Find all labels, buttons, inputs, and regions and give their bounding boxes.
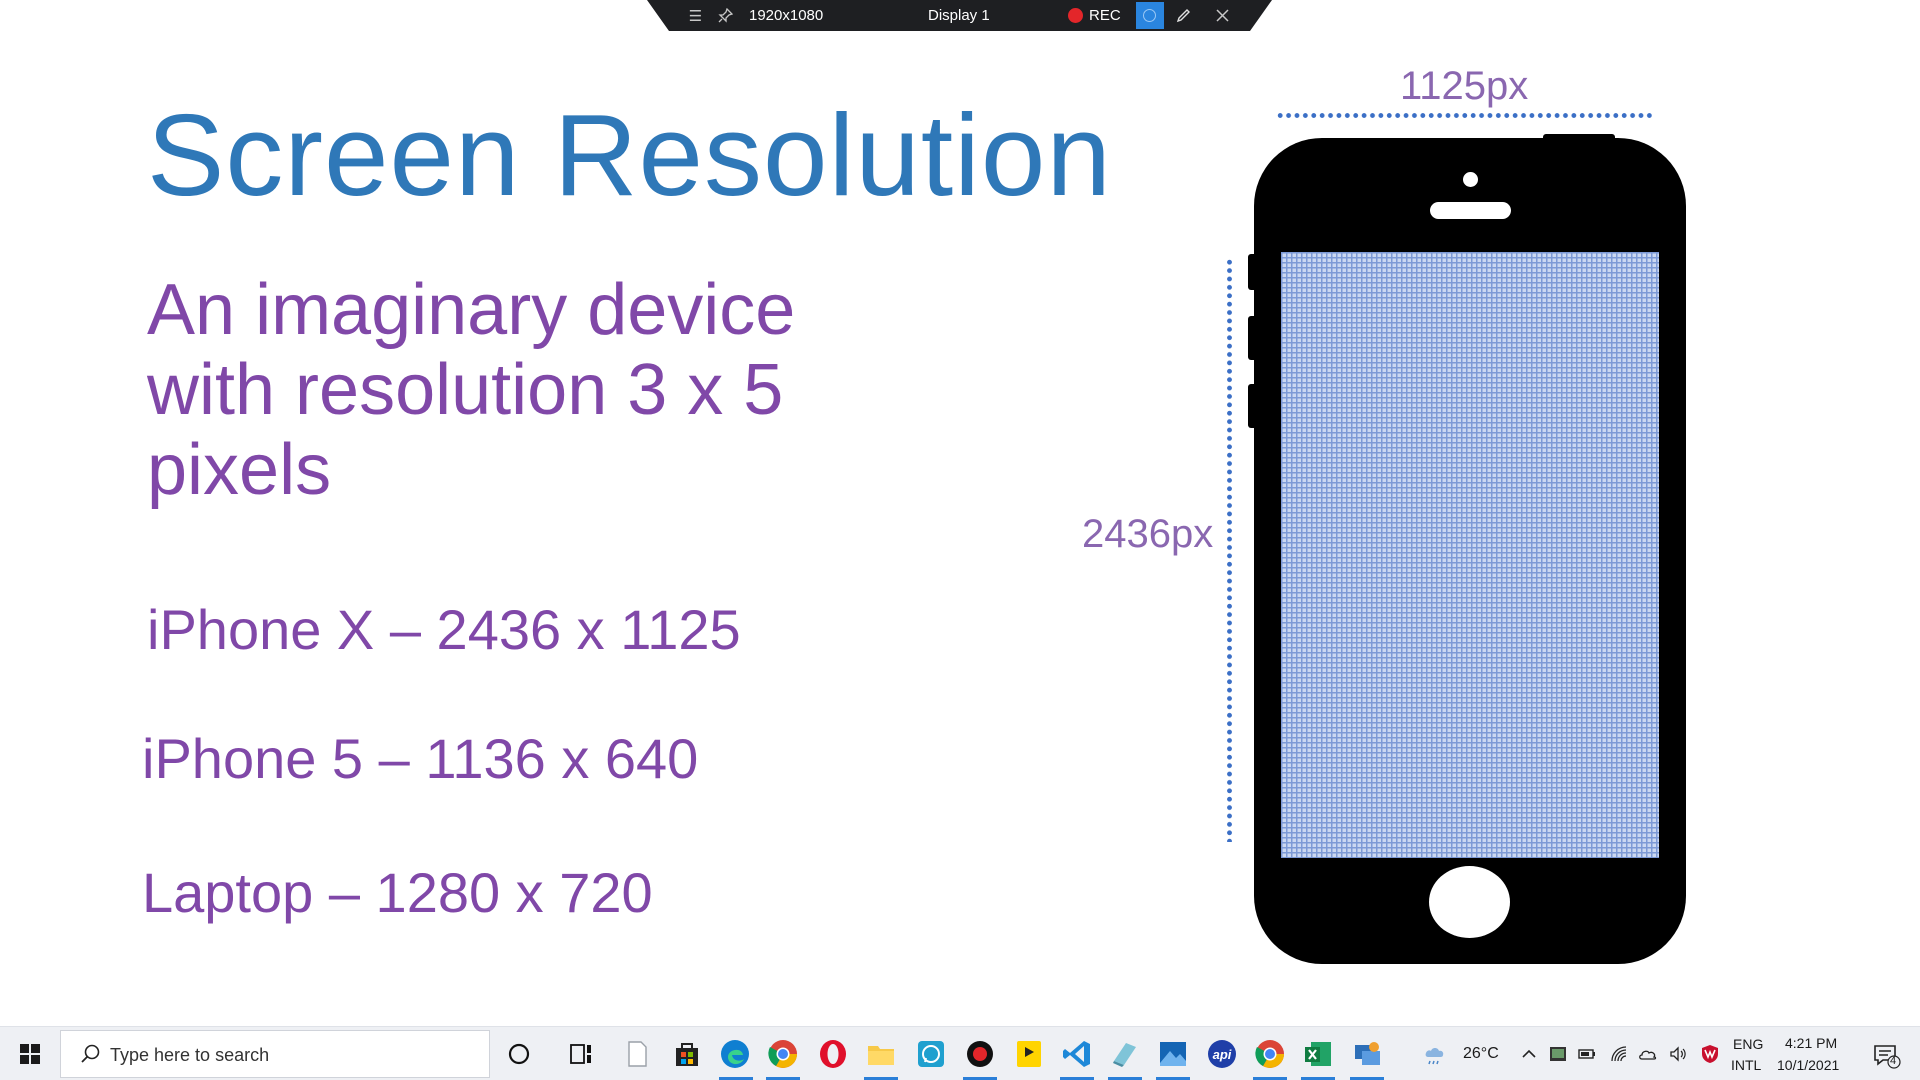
store-icon[interactable] [670, 1037, 704, 1071]
api-icon[interactable]: api [1205, 1037, 1239, 1071]
photos-running-indicator [1156, 1077, 1190, 1080]
taskbar: Type here to search api [0, 1026, 1920, 1080]
chevron-up-icon[interactable] [1519, 1044, 1539, 1064]
webcam-toggle-button[interactable] [1136, 2, 1164, 29]
app-running-indicator [1108, 1077, 1142, 1080]
pen-icon[interactable] [1175, 7, 1192, 24]
recording-resolution[interactable]: 1920x1080 [749, 7, 824, 24]
windows-logo-icon [20, 1044, 40, 1064]
display-selector[interactable]: Display 1 [928, 7, 990, 24]
chrome-icon-2[interactable] [1253, 1037, 1287, 1071]
recorder-toolbar: ☰ 1920x1080 Display 1 REC [647, 0, 1272, 31]
photos-icon[interactable] [1156, 1037, 1190, 1071]
svg-text:api: api [1213, 1047, 1232, 1062]
app-icon[interactable] [1108, 1037, 1142, 1071]
vscode-icon[interactable] [1060, 1037, 1094, 1071]
task-view-icon[interactable] [564, 1037, 598, 1071]
device-resolution-iphone-5: iPhone 5 – 1136 x 640 [142, 727, 699, 790]
phone-volume-up-button [1248, 316, 1258, 360]
excel-running-indicator [1301, 1077, 1335, 1080]
width-dimension-label: 1125px [1400, 64, 1529, 108]
chrome-2-running-indicator [1253, 1077, 1287, 1080]
cortana-icon[interactable] [502, 1037, 536, 1071]
weather-icon[interactable] [1420, 1037, 1454, 1071]
weather-temperature[interactable]: 26°C [1463, 1045, 1499, 1062]
notification-center-icon[interactable] [1868, 1037, 1902, 1071]
edge-running-indicator [719, 1077, 753, 1080]
antivirus-shield-icon[interactable] [1700, 1044, 1720, 1064]
language-bottom[interactable]: INTL [1731, 1057, 1762, 1073]
pin-icon[interactable] [717, 7, 734, 24]
language-top[interactable]: ENG [1733, 1036, 1764, 1052]
network-app-icon[interactable] [1350, 1037, 1384, 1071]
taskbar-search-box[interactable]: Type here to search [60, 1030, 490, 1078]
slide-description: An imaginary device with resolution 3 x … [147, 270, 796, 510]
explorer-running-indicator [864, 1077, 898, 1080]
notification-count: 4 [1890, 1055, 1897, 1067]
phone-camera [1463, 172, 1478, 187]
width-dimension-line [1276, 112, 1652, 119]
height-dimension-label: 2436px [1082, 512, 1214, 556]
phone-mute-switch [1248, 254, 1258, 290]
clock-date[interactable]: 10/1/2021 [1777, 1057, 1840, 1073]
battery-icon[interactable] [1577, 1044, 1597, 1064]
phone-speaker [1430, 202, 1511, 219]
start-button[interactable] [0, 1027, 60, 1080]
volume-icon[interactable] [1668, 1044, 1688, 1064]
slide-title: Screen Resolution [147, 90, 1112, 220]
excel-icon[interactable] [1301, 1037, 1335, 1071]
chrome-running-indicator [766, 1077, 800, 1080]
menu-icon[interactable]: ☰ [688, 7, 703, 25]
recorder-icon[interactable] [963, 1037, 997, 1071]
device-resolution-iphone-x: iPhone X – 2436 x 1125 [147, 598, 741, 661]
recorder-running-indicator [963, 1077, 997, 1080]
record-button[interactable]: REC [1089, 7, 1121, 24]
webcam-icon [1143, 9, 1156, 22]
file-icon[interactable] [620, 1037, 654, 1071]
onedrive-icon[interactable] [1638, 1044, 1658, 1064]
display-icon[interactable] [1548, 1044, 1568, 1064]
record-dot-icon[interactable] [1068, 8, 1083, 23]
file-explorer-icon[interactable] [864, 1037, 898, 1071]
network-app-running-indicator [1350, 1077, 1384, 1080]
phone-screen-pixel-grid [1281, 252, 1659, 858]
chrome-icon[interactable] [766, 1037, 800, 1071]
phone-home-button [1429, 866, 1510, 938]
whatsapp-icon[interactable] [914, 1037, 948, 1071]
vscode-running-indicator [1060, 1077, 1094, 1080]
player-icon[interactable] [1012, 1037, 1046, 1071]
recorder-toolbar-background [647, 0, 1272, 31]
search-icon [81, 1044, 100, 1063]
wifi-icon[interactable] [1609, 1044, 1629, 1064]
edge-icon[interactable] [718, 1037, 752, 1071]
search-placeholder: Type here to search [110, 1045, 270, 1065]
height-dimension-line [1226, 258, 1233, 842]
close-icon[interactable] [1214, 7, 1231, 24]
clock-time[interactable]: 4:21 PM [1785, 1035, 1838, 1051]
device-resolution-laptop: Laptop – 1280 x 720 [142, 861, 653, 924]
opera-icon[interactable] [816, 1037, 850, 1071]
phone-volume-down-button [1248, 384, 1258, 428]
